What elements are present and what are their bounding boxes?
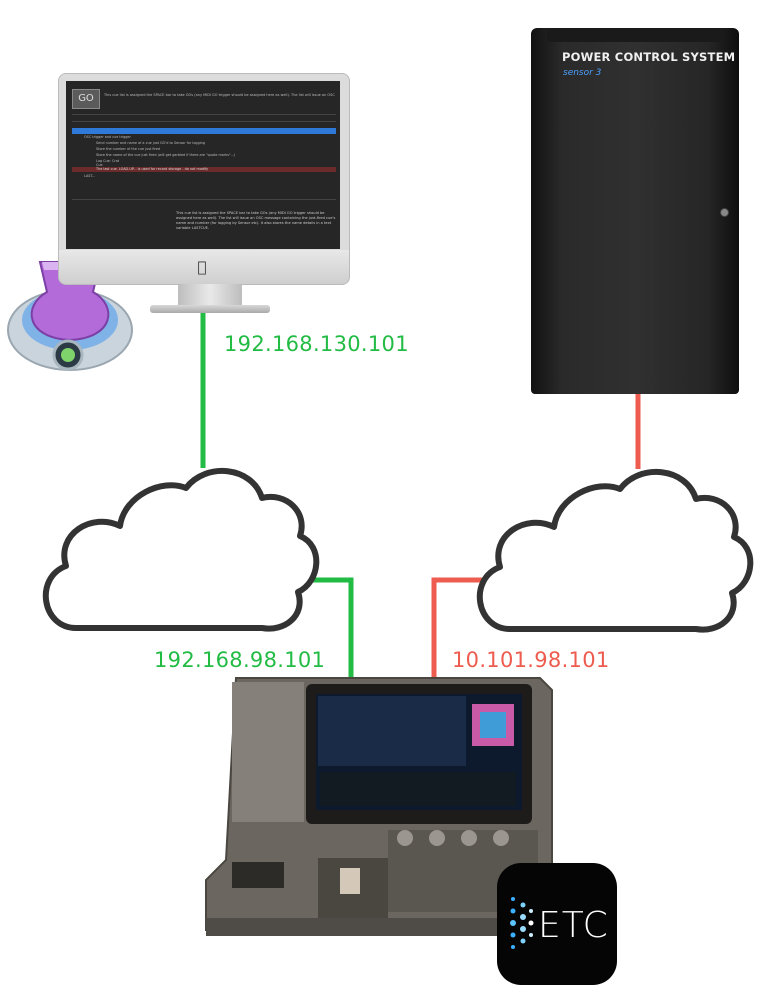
cabinet-subtitle: sensor 3 [563,68,602,78]
cue-notes: This cue list is assigned the SPACE bar … [176,211,336,230]
cue-row-2: Send number and name of a cue just GO'd … [96,141,205,145]
cabinet-title: POWER CONTROL SYSTEM [562,50,736,64]
computer-screen: GO This cue list is assigned the SPACE b… [66,81,340,249]
last-cue-row [72,167,336,172]
computer-stand-foot [150,305,270,313]
cue-row-5: Log Cue: Crat [96,159,120,163]
header-text: This cue list is assigned the SPACE bar … [104,93,335,97]
go-button: GO [72,89,100,109]
power-control-cabinet [531,28,739,394]
cue-row-8: LAST... [84,174,96,178]
ip-label-computer: 192.168.130.101 [224,332,409,356]
ip-label-console-right: 10.101.98.101 [452,648,610,672]
cue-row-6: Cue [96,163,103,167]
computer-stand [178,284,242,306]
cabinet-lock-icon [720,208,729,217]
cue-row-1: OSC trigger and cue trigger [84,135,131,139]
etc-dots-icon [510,897,534,949]
network-cloud-right [476,468,754,633]
apple-logo-icon:  [195,259,209,275]
cue-row-4: Store the name of the cue just fired (wi… [96,153,236,157]
selected-cue-row [72,128,336,134]
link-cloud-to-console-red [431,577,488,684]
cabinet-top-vent [547,28,723,42]
network-cloud-left [42,467,320,632]
etc-badge-text: ETC [538,905,609,946]
cue-row-3: Store the number of the cue just fired [96,147,161,151]
link-cloud-to-console-green [300,577,354,684]
qlab-flask-icon [7,261,133,371]
ip-label-console-left: 192.168.98.101 [154,648,326,672]
etc-logo-icon [497,863,617,985]
cue-row-7: The last cue. LOAD-UP... is used for rec… [96,167,209,171]
